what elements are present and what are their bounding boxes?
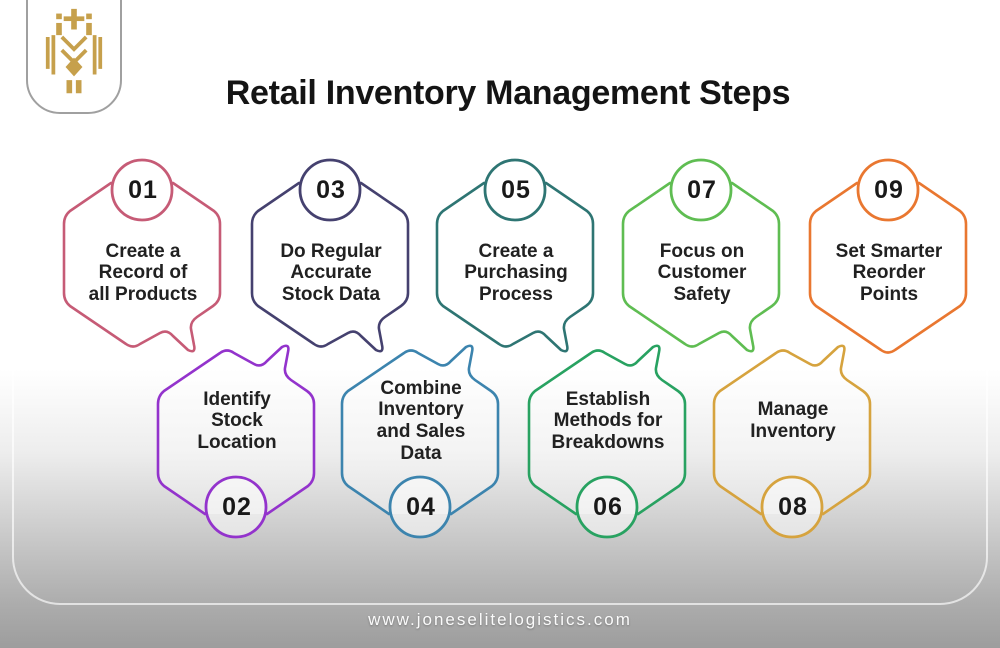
bubble-outline — [250, 181, 410, 353]
step-09-bubble — [808, 158, 968, 354]
step-09: 09 Set Smarter Reorder Points — [803, 156, 975, 362]
step-label: Combine Inventory and Sales Data — [376, 377, 466, 464]
step-number-circle — [856, 158, 920, 222]
logo-card — [26, 0, 122, 114]
step-number: 04 — [406, 493, 436, 521]
step-number-circle — [575, 475, 639, 539]
bubble-outline — [435, 181, 595, 353]
step-number-circle — [110, 158, 174, 222]
bubble-outline — [156, 344, 316, 516]
step-08: 08 Manage Inventory — [707, 335, 879, 541]
step-label: Identify Stock Location — [197, 388, 277, 453]
step-number-circle — [388, 475, 452, 539]
step-02: 02 Identify Stock Location — [151, 335, 323, 541]
step-number: 02 — [222, 493, 252, 521]
step-label: Create a Record of all Products — [88, 240, 198, 305]
page-title: Retail Inventory Management Steps — [225, 74, 791, 112]
step-07-bubble — [621, 158, 781, 353]
step-01-bubble — [62, 158, 222, 353]
step-number-circle — [760, 475, 824, 539]
step-label: Focus on Customer Safety — [657, 240, 747, 305]
step-label: Create a Purchasing Process — [464, 240, 568, 305]
step-number-circle — [483, 158, 547, 222]
bubble-outline — [621, 181, 781, 353]
step-label: Do Regular Accurate Stock Data — [280, 240, 382, 305]
step-number: 03 — [316, 176, 346, 204]
step-05-bubble — [435, 158, 595, 353]
step-number: 08 — [778, 493, 808, 521]
bubble-outline — [712, 344, 872, 516]
step-01: 01 Create a Record of all Products — [57, 156, 229, 362]
step-06: 06 Establish Methods for Breakdowns — [522, 335, 694, 541]
step-label: Establish Methods for Breakdowns — [551, 388, 665, 453]
step-07: 07 Focus on Customer Safety — [616, 156, 788, 362]
bubble-outline — [340, 344, 500, 516]
step-number-circle — [669, 158, 733, 222]
step-04: 04 Combine Inventory and Sales Data — [335, 335, 507, 541]
step-number: 07 — [687, 176, 717, 204]
crest-logo-icon — [45, 8, 103, 94]
step-number: 09 — [874, 176, 904, 204]
step-label: Manage Inventory — [750, 399, 836, 442]
step-02-bubble — [156, 344, 316, 539]
bubble-outline — [808, 181, 968, 354]
step-03-bubble — [250, 158, 410, 353]
step-08-bubble — [712, 344, 872, 539]
step-06-bubble — [527, 344, 687, 539]
step-number: 01 — [128, 176, 158, 204]
step-03: 03 Do Regular Accurate Stock Data — [245, 156, 417, 362]
step-05: 05 Create a Purchasing Process — [430, 156, 602, 362]
step-number: 05 — [501, 176, 531, 204]
bubble-outline — [62, 181, 222, 353]
step-04-bubble — [340, 344, 500, 539]
step-number-circle — [204, 475, 268, 539]
bubble-outline — [527, 344, 687, 516]
step-number-circle — [298, 158, 362, 222]
step-number: 06 — [593, 493, 623, 521]
step-label: Set Smarter Reorder Points — [835, 240, 943, 305]
footer-url: www.joneselitelogistics.com — [368, 610, 632, 629]
